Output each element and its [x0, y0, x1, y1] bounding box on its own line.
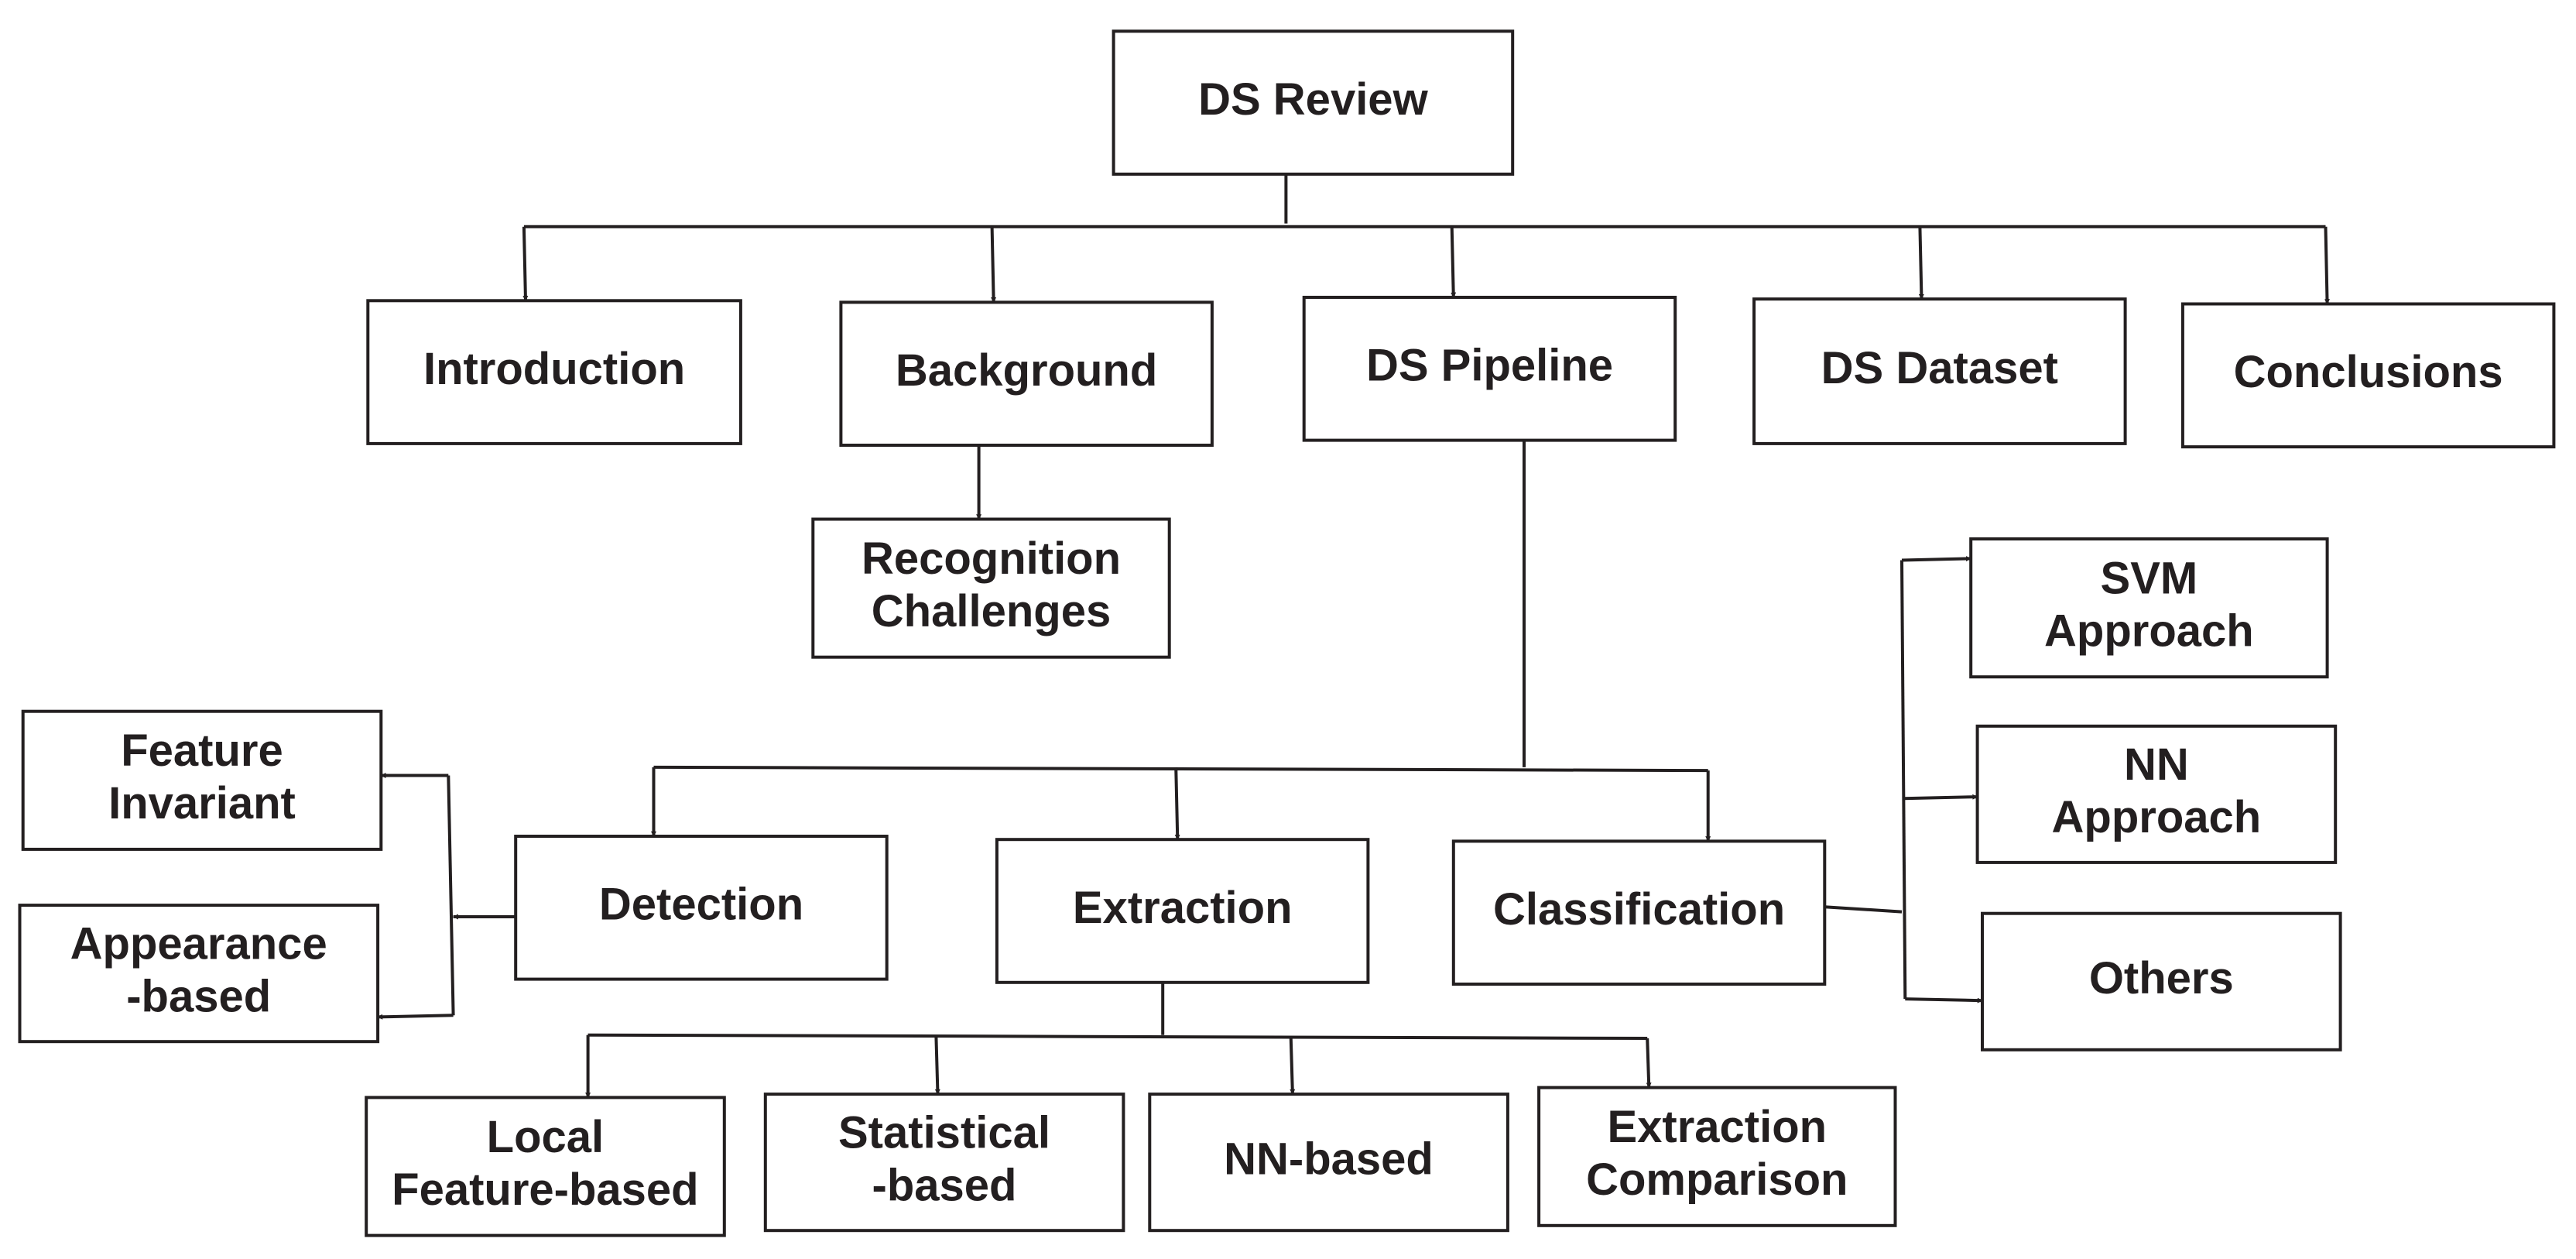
connector-cls-vert	[1900, 560, 1907, 1000]
node-label-line: Appearance	[70, 919, 327, 969]
node-classification: Classification	[1451, 839, 1827, 986]
connector-det-vert	[447, 775, 455, 1016]
node-ds-review: DS Review	[1112, 29, 1515, 176]
node-label-line: Approach	[2044, 605, 2254, 656]
node-box	[1148, 1093, 1509, 1233]
node-box	[1537, 1086, 1897, 1227]
node-label-line: Extraction	[1073, 883, 1293, 933]
node-label-line: Statistical	[838, 1108, 1050, 1158]
node-box	[1975, 724, 2338, 864]
arrow-ds-review-to-introduction	[522, 226, 529, 301]
arrow-extraction-to-nn-based	[1289, 1036, 1296, 1095]
node-ds-pipeline: DS Pipeline	[1302, 296, 1677, 442]
node-box	[763, 1093, 1125, 1233]
arrow-ds-review-to-ds-pipeline	[1450, 226, 1457, 298]
arrow-classification-to-nn-approach	[1903, 794, 1978, 801]
node-nn-based: NN-based	[1148, 1093, 1509, 1233]
node-appearance-based: Appearance-based	[18, 904, 380, 1044]
node-statistical-based: Statistical-based	[763, 1093, 1125, 1233]
node-label-line: Invariant	[108, 778, 296, 828]
node-extraction: Extraction	[995, 838, 1370, 984]
arrow-classification-to-svm-approach	[1901, 556, 1971, 562]
node-box	[2180, 302, 2556, 449]
node-box	[21, 709, 383, 851]
connector-cls-out	[1824, 905, 1903, 914]
node-label-line: SVM	[2101, 553, 2198, 603]
node-conclusions: Conclusions	[2180, 302, 2556, 449]
node-label-line: Background	[896, 345, 1157, 396]
arrow-detection-to-appearance-based	[377, 1014, 454, 1020]
arrow-ds-pipeline-to-extraction	[1174, 767, 1180, 840]
connector-pipe-bus	[653, 765, 1708, 773]
arrow-extraction-to-extraction-comparison	[1646, 1038, 1652, 1089]
node-label-line: Comparison	[1586, 1154, 1848, 1205]
node-box	[18, 904, 380, 1044]
node-box	[839, 300, 1214, 447]
node-box	[514, 835, 889, 981]
node-label-line: Feature	[121, 726, 283, 776]
node-label-line: Local	[487, 1112, 605, 1162]
node-label-line: Recognition	[862, 533, 1121, 584]
node-box	[1969, 537, 2329, 679]
node-label-line: DS Dataset	[1821, 343, 2058, 393]
node-label-line: Classification	[1493, 884, 1785, 935]
node-label-line: Conclusions	[2234, 347, 2503, 397]
node-label-line: Introduction	[423, 344, 685, 394]
arrow-ds-review-to-conclusions	[2324, 226, 2330, 305]
node-label-line: Others	[2089, 953, 2234, 1003]
node-box	[1752, 297, 2127, 445]
node-label-line: Challenges	[872, 586, 1111, 636]
arrow-ds-review-to-background	[990, 226, 997, 304]
node-background: Background	[839, 300, 1214, 447]
node-introduction: Introduction	[366, 299, 742, 445]
node-label-line: -based	[126, 972, 271, 1022]
node-label-line: NN	[2124, 739, 2189, 790]
node-box	[366, 299, 742, 445]
node-label-line: DS Review	[1198, 74, 1428, 125]
node-label-line: Approach	[2052, 792, 2262, 842]
connector-ext-bus	[587, 1033, 1648, 1040]
node-box	[1302, 296, 1677, 442]
node-others: Others	[1981, 911, 2342, 1051]
connectors	[377, 173, 2330, 1099]
node-label-line: NN-based	[1224, 1134, 1434, 1185]
node-label-line: Detection	[599, 880, 803, 930]
node-label-line: Feature-based	[392, 1165, 698, 1215]
node-label-line: -based	[872, 1161, 1017, 1211]
node-label-line: Extraction	[1607, 1102, 1827, 1152]
node-box	[1112, 29, 1515, 176]
node-detection: Detection	[514, 835, 889, 981]
node-box	[1981, 911, 2342, 1051]
arrow-extraction-to-statistical-based	[934, 1036, 940, 1095]
arrow-ds-review-to-ds-dataset	[1918, 226, 1924, 300]
node-box	[365, 1096, 726, 1237]
node-box	[811, 517, 1171, 659]
node-ds-dataset: DS Dataset	[1752, 297, 2127, 445]
node-box	[995, 838, 1370, 984]
node-label-line: DS Pipeline	[1366, 341, 1613, 391]
node-box	[1451, 839, 1827, 986]
arrow-classification-to-others	[1905, 997, 1983, 1003]
